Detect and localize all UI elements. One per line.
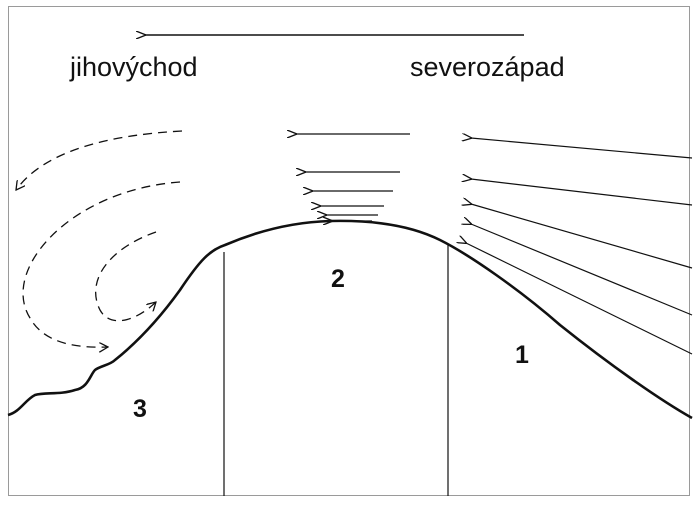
figure-frame — [8, 6, 690, 496]
mountain-profile — [7, 219, 693, 420]
lee-eddies — [16, 130, 183, 347]
southeast-label: jihovýchod — [69, 52, 198, 82]
summit-streamlines — [296, 134, 410, 221]
zone-label-3: 3 — [133, 395, 147, 423]
windward-streamlines — [466, 138, 693, 355]
zone-label-1: 1 — [515, 341, 529, 369]
northwest-label: severozápad — [410, 52, 565, 82]
zone-label-2: 2 — [331, 265, 345, 293]
